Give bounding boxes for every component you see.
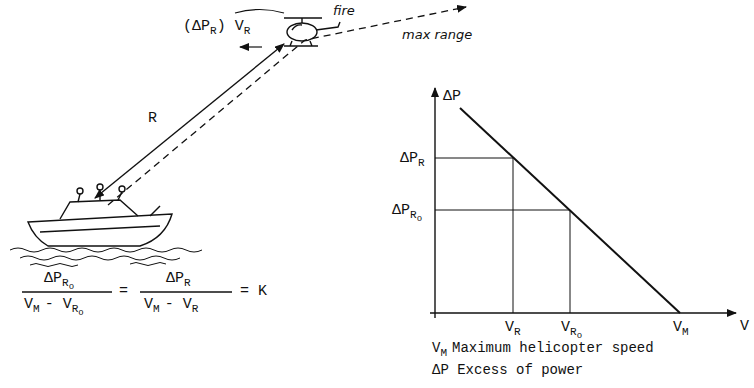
- label-text: V: [740, 318, 749, 335]
- tick-label: VM: [673, 319, 689, 341]
- label-text: max range: [402, 27, 472, 42]
- label-text: V: [432, 340, 440, 356]
- velocity-arrow: [240, 46, 262, 47]
- subscript: R: [192, 303, 199, 315]
- fire-note: fire: [333, 2, 355, 19]
- formula-term: ΔPRo: [44, 270, 74, 296]
- subscript: R: [410, 209, 417, 221]
- subscript: M: [33, 303, 40, 315]
- helicopter: [284, 18, 340, 46]
- fraction-bar: [140, 291, 232, 292]
- range-label: R: [148, 110, 157, 127]
- axis-label: ΔP: [443, 88, 461, 105]
- subscript: M: [682, 326, 689, 338]
- subscript: R: [72, 303, 79, 315]
- label-text: ΔP: [400, 150, 418, 167]
- label-text: V: [144, 296, 153, 313]
- subscript: o: [78, 308, 83, 318]
- power-speed-label: (ΔPR) VR: [183, 18, 250, 40]
- label-text: R: [148, 110, 157, 127]
- subscript: R: [210, 25, 217, 37]
- water-waves: [10, 248, 202, 267]
- motion-trail: [235, 10, 284, 14]
- subscript: M: [153, 303, 160, 315]
- subscript: o: [417, 214, 422, 224]
- subscript: R: [62, 277, 69, 289]
- subscript: o: [577, 331, 582, 341]
- subscript: o: [69, 282, 74, 292]
- fire-note: max range: [402, 26, 472, 43]
- label-text: ΔP Excess of power: [432, 362, 583, 378]
- label-text: ΔP: [443, 88, 461, 105]
- label-text: ΔP: [392, 202, 410, 219]
- label-text: ΔP: [166, 270, 184, 287]
- fraction-bar: [22, 291, 112, 292]
- formula-term: = K: [240, 283, 267, 300]
- label-text: V: [505, 319, 514, 336]
- graph: [430, 88, 736, 318]
- label-text: fire: [333, 3, 355, 18]
- tick-label: ΔPRo: [392, 202, 422, 228]
- label-text: ΔP: [44, 270, 62, 287]
- label-text: - V: [40, 296, 72, 313]
- tick-label: ΔPR: [400, 150, 425, 172]
- subscript: R: [418, 157, 425, 169]
- label-text: V: [673, 319, 682, 336]
- formula-term: VM- VR: [144, 296, 198, 318]
- label-text: (ΔP: [183, 18, 210, 35]
- range-line: [95, 44, 284, 198]
- label-text: V: [561, 319, 570, 336]
- note: ΔP Excess of power: [432, 362, 583, 379]
- subscript: R: [514, 326, 521, 338]
- formula-sign: =: [119, 283, 128, 300]
- subscript: M: [440, 347, 447, 359]
- subscript: R: [244, 25, 251, 37]
- label-text: Maximum helicopter speed: [447, 340, 654, 356]
- label-text: =: [119, 283, 128, 300]
- label-text: V: [24, 296, 33, 313]
- label-text: ) V: [217, 18, 244, 35]
- axis-label: V: [740, 318, 749, 335]
- tick-label: VR: [505, 319, 521, 341]
- subscript: R: [184, 277, 191, 289]
- label-text: = K: [240, 283, 267, 300]
- label-text: - V: [160, 296, 192, 313]
- formula-term: ΔPR: [166, 270, 191, 292]
- formula-term: VM- VRo: [24, 296, 84, 322]
- note: VMMaximum helicopter speed: [432, 340, 654, 362]
- subscript: R: [570, 326, 577, 338]
